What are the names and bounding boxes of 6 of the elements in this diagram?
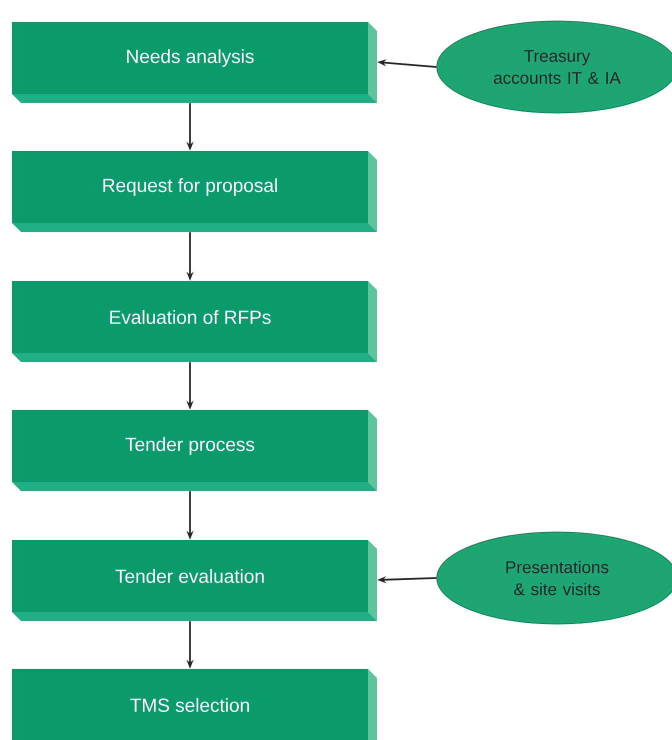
process-box: Request for proposal bbox=[12, 151, 377, 232]
process-box: TMS selection bbox=[12, 669, 377, 740]
process-box: Tender evaluation bbox=[12, 540, 377, 621]
process-box: Tender process bbox=[12, 410, 377, 491]
process-box: Needs analysis bbox=[12, 22, 377, 103]
process-box: Evaluation of RFPs bbox=[12, 281, 377, 362]
